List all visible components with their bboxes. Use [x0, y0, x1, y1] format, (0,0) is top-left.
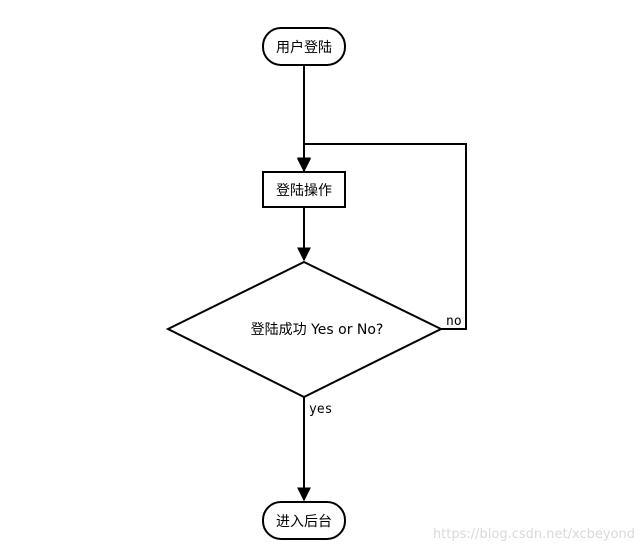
- decision-label: 登陆成功 Yes or No?: [251, 322, 384, 338]
- login-action-node: 登陆操作: [262, 171, 346, 208]
- end-node-shape: [262, 501, 346, 540]
- end-node: 进入后台: [262, 501, 346, 540]
- decision-node: 登陆成功 Yes or No?: [165, 260, 444, 399]
- start-node: 用户登陆: [262, 27, 346, 66]
- edge-no-loop: [297, 143, 467, 330]
- start-node-label: 用户登陆: [276, 39, 332, 56]
- watermark-text: https://blog.csdn.net/xcbeyond: [432, 527, 635, 542]
- edge-no-label: no: [446, 314, 462, 329]
- login-action-shape: [262, 171, 346, 208]
- edge-yes-label: yes: [309, 402, 332, 417]
- login-action-label: 登陆操作: [276, 183, 332, 199]
- end-node-label: 进入后台: [276, 514, 332, 530]
